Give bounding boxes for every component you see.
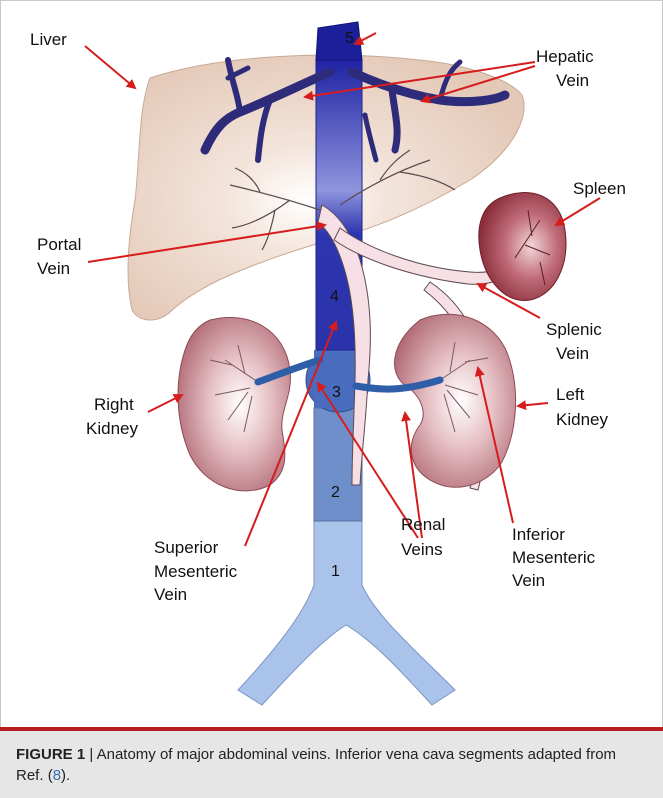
right-kidney xyxy=(178,317,290,490)
caption-rule xyxy=(0,727,663,731)
label-hepatic-line1: Hepatic xyxy=(536,47,594,66)
caption-figure-number: FIGURE 1 xyxy=(16,746,85,763)
ivc-segment-5 xyxy=(316,22,362,60)
label-renal-line1: Renal xyxy=(401,515,445,534)
label-ima-line3: Vein xyxy=(512,571,545,590)
label-left-kidney-line1: Left xyxy=(556,385,585,404)
label-ima-line1: Inferior xyxy=(512,525,565,544)
caption-ref-close: ). xyxy=(61,767,70,784)
segment-label-5: 5 xyxy=(345,30,354,47)
label-ima-line2: Mesenteric xyxy=(512,548,596,567)
label-hepatic-line2: Vein xyxy=(556,71,589,90)
label-spleen: Spleen xyxy=(573,179,626,198)
label-splenic-line2: Vein xyxy=(556,344,589,363)
label-sma-line1: Superior xyxy=(154,538,219,557)
label-sma-line2: Mesenteric xyxy=(154,562,238,581)
label-sma-line3: Vein xyxy=(154,585,187,604)
label-splenic-line1: Splenic xyxy=(546,320,602,339)
label-right-kidney-line1: Right xyxy=(94,395,134,414)
caption-reference-link[interactable]: 8 xyxy=(53,767,61,784)
caption-separator: | xyxy=(85,746,96,763)
segment-label-2: 2 xyxy=(331,484,340,501)
label-portal-line1: Portal xyxy=(37,235,81,254)
label-renal-line2: Veins xyxy=(401,540,443,559)
label-left-kidney-line2: Kidney xyxy=(556,410,608,429)
segment-label-1: 1 xyxy=(331,563,340,580)
abdominal-veins-diagram: 5 4 3 2 1 Liver Hepatic Vein Spleen Port… xyxy=(0,0,663,727)
label-liver: Liver xyxy=(30,30,67,49)
segment-label-4: 4 xyxy=(330,288,339,305)
segment-label-3: 3 xyxy=(332,384,341,401)
caption-text: Anatomy of major abdominal veins. Inferi… xyxy=(16,746,616,784)
label-portal-line2: Vein xyxy=(37,259,70,278)
left-kidney xyxy=(395,314,516,487)
label-right-kidney-line2: Kidney xyxy=(86,419,138,438)
figure-caption: FIGURE 1 | Anatomy of major abdominal ve… xyxy=(16,744,646,786)
